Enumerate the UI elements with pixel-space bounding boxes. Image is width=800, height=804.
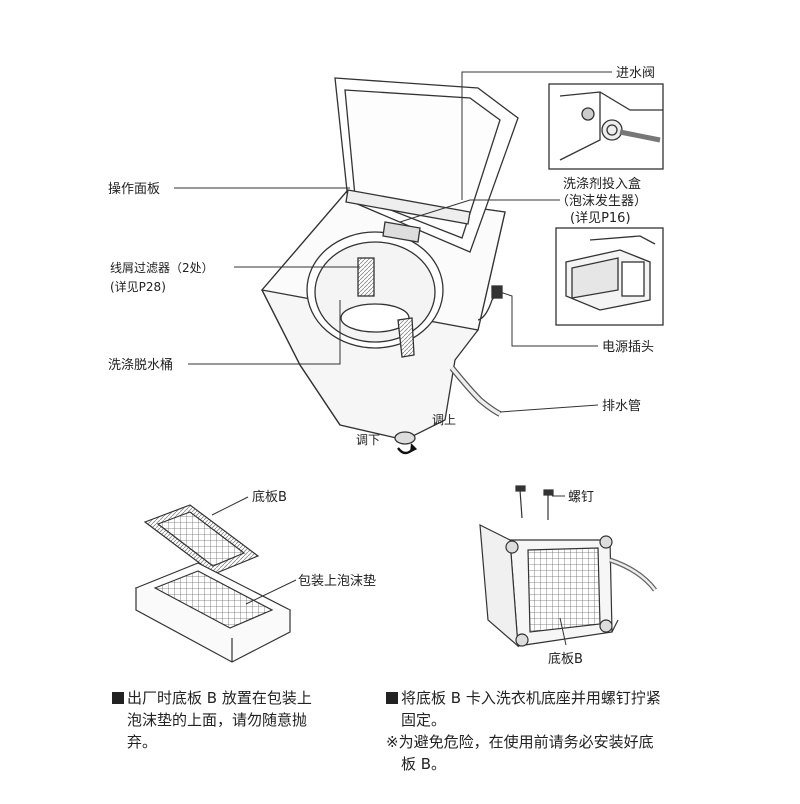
base-plate-and-foam xyxy=(134,504,292,663)
label-detergent-box-3: (详见P16) xyxy=(570,211,631,226)
lint-filter xyxy=(357,257,375,297)
square-bullet-icon xyxy=(386,692,398,704)
detergent-box xyxy=(382,221,421,243)
power-plug-shape xyxy=(491,285,503,299)
label-control-panel: 操作面板 xyxy=(108,181,160,197)
note-left-line1: 出厂时底板 B 放置在包装上 xyxy=(112,687,382,709)
label-adjust-up: 调上 xyxy=(432,413,456,427)
lint-filter-2 xyxy=(397,317,415,358)
note-right-line3: ※为避免危险，在使用前请务必安装好底 xyxy=(386,733,654,751)
label-adjust-down: 调下 xyxy=(356,433,380,447)
label-lint-filter-2: (详见P28) xyxy=(110,279,166,294)
inlet-valve-inset xyxy=(548,83,664,170)
label-packing-foam: 包装上泡沫垫 xyxy=(298,573,376,589)
note-right-line4: 板 B。 xyxy=(401,755,447,773)
label-power-plug: 电源插头 xyxy=(602,340,654,355)
note-left: 出厂时底板 B 放置在包装上 泡沫垫的上面，请勿随意抛 弃。 xyxy=(112,687,382,753)
note-left-line2: 泡沫垫的上面，请勿随意抛 xyxy=(127,711,308,729)
detergent-box-inset xyxy=(555,227,664,326)
label-base-plate-b-top: 底板B xyxy=(252,489,287,505)
label-drain-hose: 排水管 xyxy=(602,399,641,414)
label-lint-filter-1: 线屑过滤器（2处） xyxy=(110,261,214,275)
adjustable-foot xyxy=(394,431,416,445)
label-detergent-box-1: 洗涤剂投入盒 xyxy=(563,176,641,192)
note-right-line1: 将底板 B 卡入洗衣机底座并用螺钉拧紧 xyxy=(386,687,746,709)
leader-power-plug xyxy=(499,291,598,347)
note-right-line2: 固定。 xyxy=(401,711,447,729)
leader-lines xyxy=(174,71,612,413)
leader-tub xyxy=(188,300,341,365)
leaders-left xyxy=(211,496,297,605)
label-tub: 洗涤脱水桶 xyxy=(108,358,173,373)
label-inlet-valve: 进水阀 xyxy=(616,66,655,81)
leaders-right xyxy=(552,495,567,646)
installed-base-plate xyxy=(479,485,657,648)
label-detergent-box-2: （泡沫发生器） xyxy=(556,193,647,209)
label-screws: 螺钉 xyxy=(568,490,594,505)
leader-inlet-valve xyxy=(461,71,612,200)
square-bullet-icon xyxy=(112,692,124,704)
leader-detergent-box xyxy=(399,199,560,223)
control-panel xyxy=(345,189,471,225)
note-left-line3: 弃。 xyxy=(127,733,158,751)
note-right: 将底板 B 卡入洗衣机底座并用螺钉拧紧 固定。 ※为避免危险，在使用前请务必安装… xyxy=(386,687,746,775)
leader-drain-hose xyxy=(499,404,599,413)
label-base-plate-b-bottom: 底板B xyxy=(548,651,583,667)
washing-machine xyxy=(260,77,519,455)
